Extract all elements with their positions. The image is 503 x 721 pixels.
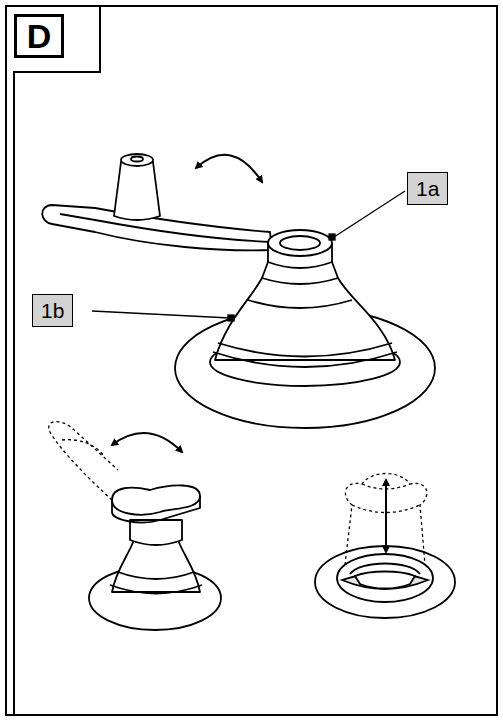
- panel-letter: D: [27, 19, 52, 53]
- callout-number: 1b: [41, 298, 64, 323]
- callout-box: 1b: [32, 294, 73, 327]
- callout-box: 1a: [407, 172, 448, 205]
- callout-number: 1a: [416, 176, 439, 201]
- panel-letter-box: D: [14, 14, 64, 58]
